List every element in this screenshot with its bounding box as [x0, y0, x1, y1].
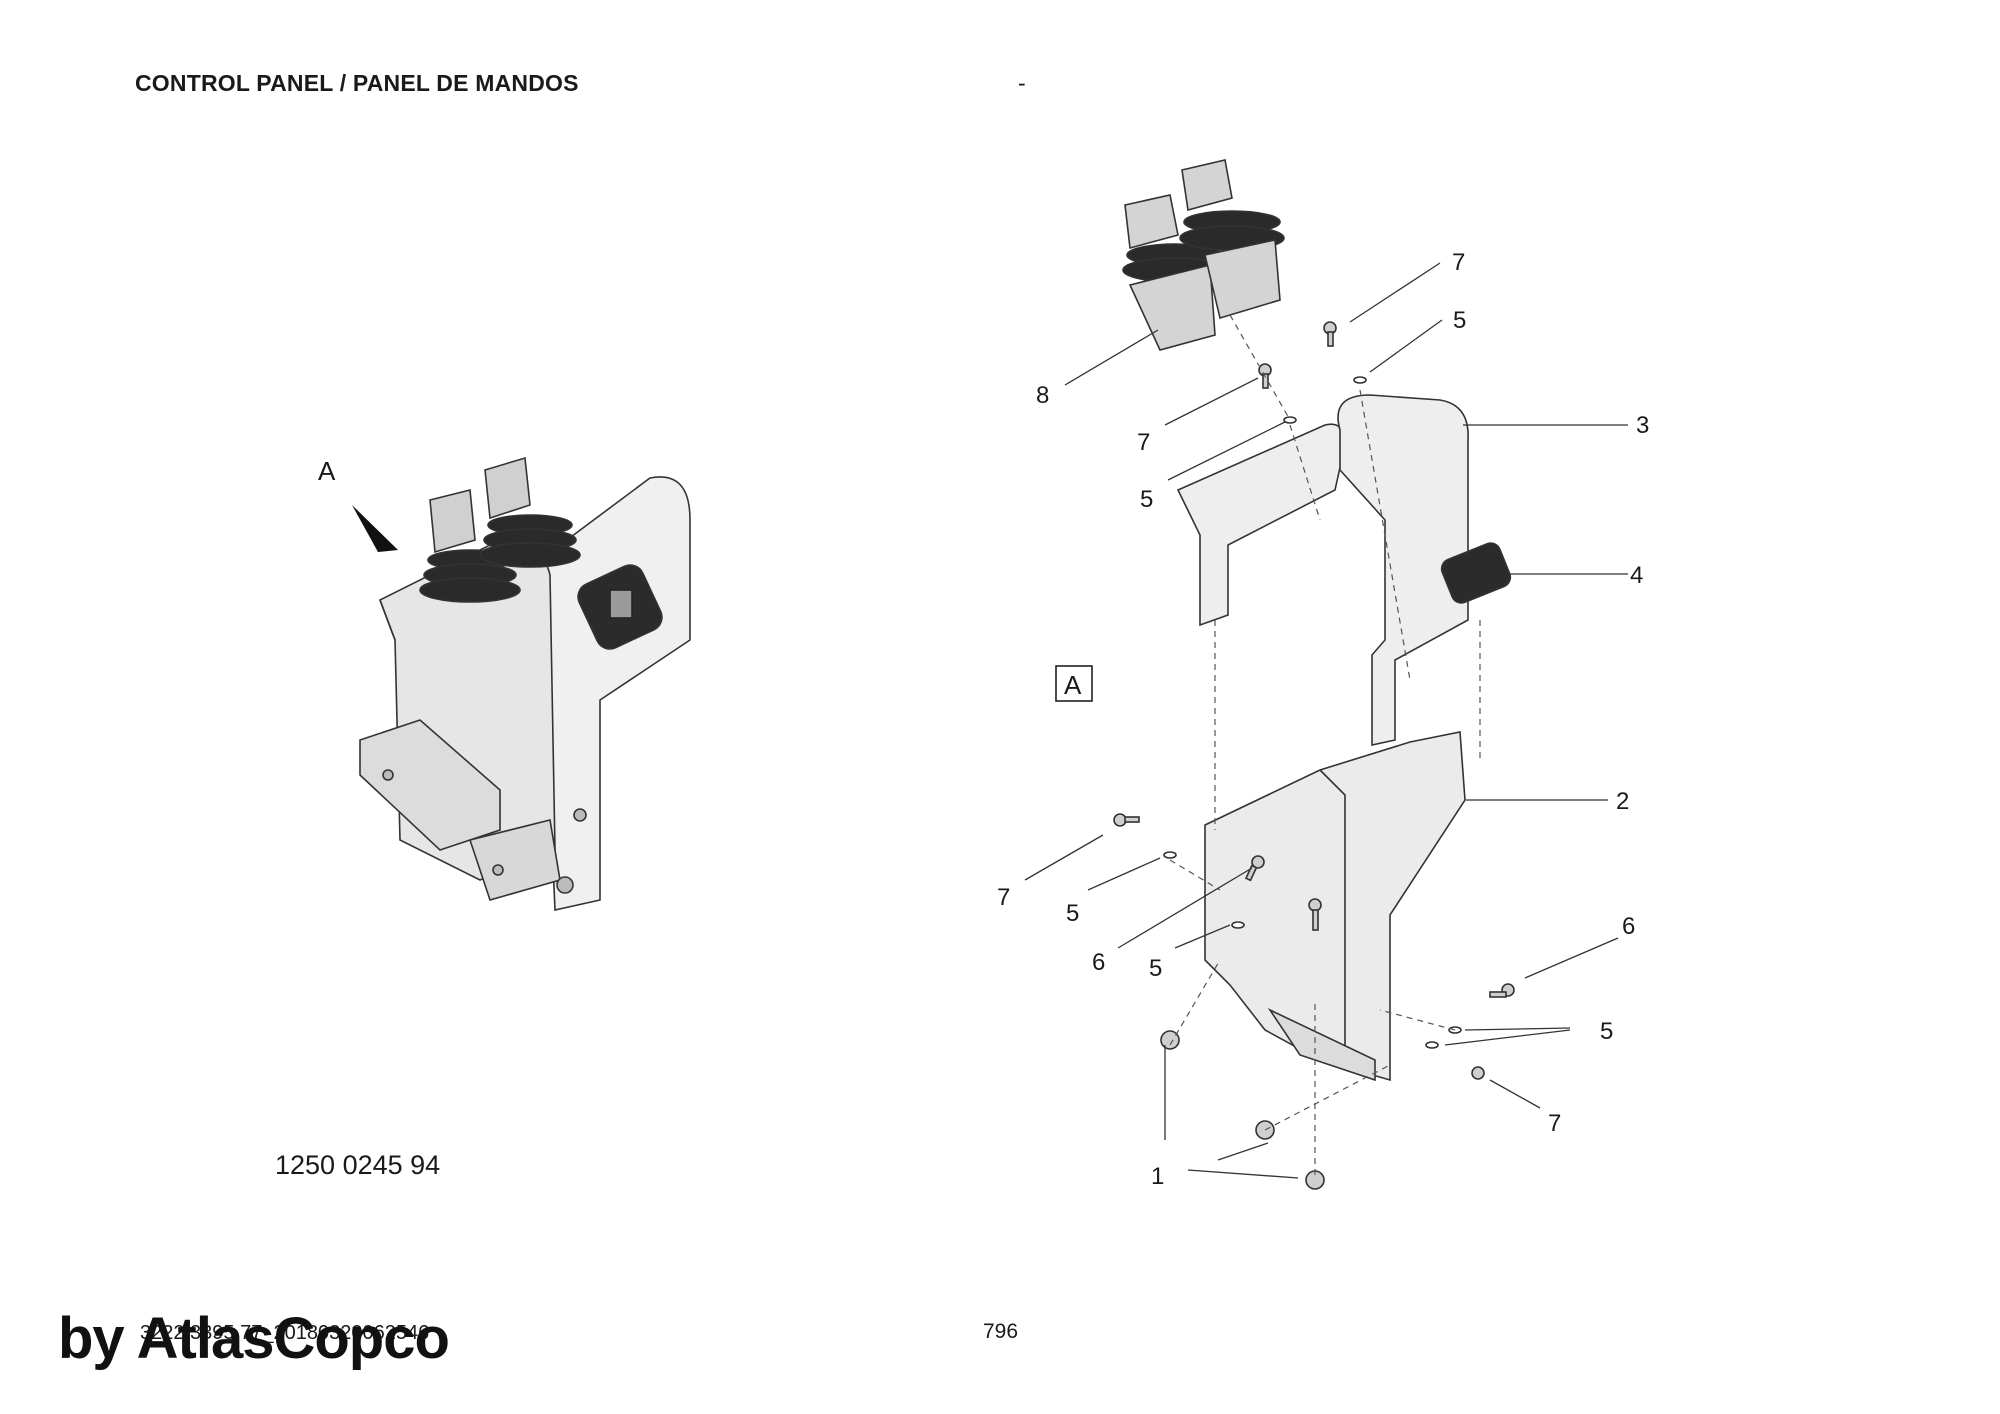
- callout-7-left: 7: [997, 884, 1010, 911]
- document-id: 3222 3395 77_20180320062546: [140, 1322, 430, 1344]
- callout-5-right: 5: [1600, 1018, 1613, 1045]
- view-arrow-a: [352, 505, 398, 552]
- callout-1-bottom: 1: [1151, 1163, 1164, 1190]
- leader-lines: [1024, 262, 1628, 1179]
- fasteners: [1113, 321, 1515, 1190]
- assembled-control-panel: [359, 456, 691, 911]
- header-dash: -: [1018, 70, 1026, 96]
- joystick-pair: [1122, 159, 1285, 351]
- callout-3: 3: [1636, 412, 1649, 439]
- view-box-label: A: [1064, 670, 1082, 700]
- view-box: [1055, 665, 1093, 702]
- top-cover: [1176, 394, 1469, 746]
- page-number: 796: [983, 1320, 1019, 1343]
- callout-7-right: 7: [1548, 1110, 1561, 1137]
- callout-5-left: 5: [1066, 900, 1079, 927]
- callout-6-left: 6: [1092, 949, 1105, 976]
- lower-housing: [1204, 731, 1466, 1082]
- callout-7-top: 7: [1452, 249, 1465, 276]
- exploded-view: [1113, 159, 1515, 1190]
- callout-2: 2: [1616, 788, 1629, 815]
- alignment-lines: [1169, 314, 1481, 1175]
- display-insert: [1440, 542, 1512, 604]
- callout-8: 8: [1036, 382, 1049, 409]
- callout-6-right: 6: [1622, 913, 1635, 940]
- callout-5-mid: 5: [1140, 486, 1153, 513]
- watermark: by AtlasCopco: [58, 1306, 450, 1371]
- joystick-right: [479, 456, 581, 568]
- callout-7-mid: 7: [1137, 429, 1150, 456]
- callout-5-lower: 5: [1149, 955, 1162, 982]
- page-title: CONTROL PANEL / PANEL DE MANDOS: [135, 70, 579, 96]
- callout-5-top: 5: [1453, 307, 1466, 334]
- callout-4: 4: [1630, 562, 1643, 589]
- view-marker: A: [318, 456, 336, 486]
- part-number: 1250 0245 94: [275, 1150, 441, 1180]
